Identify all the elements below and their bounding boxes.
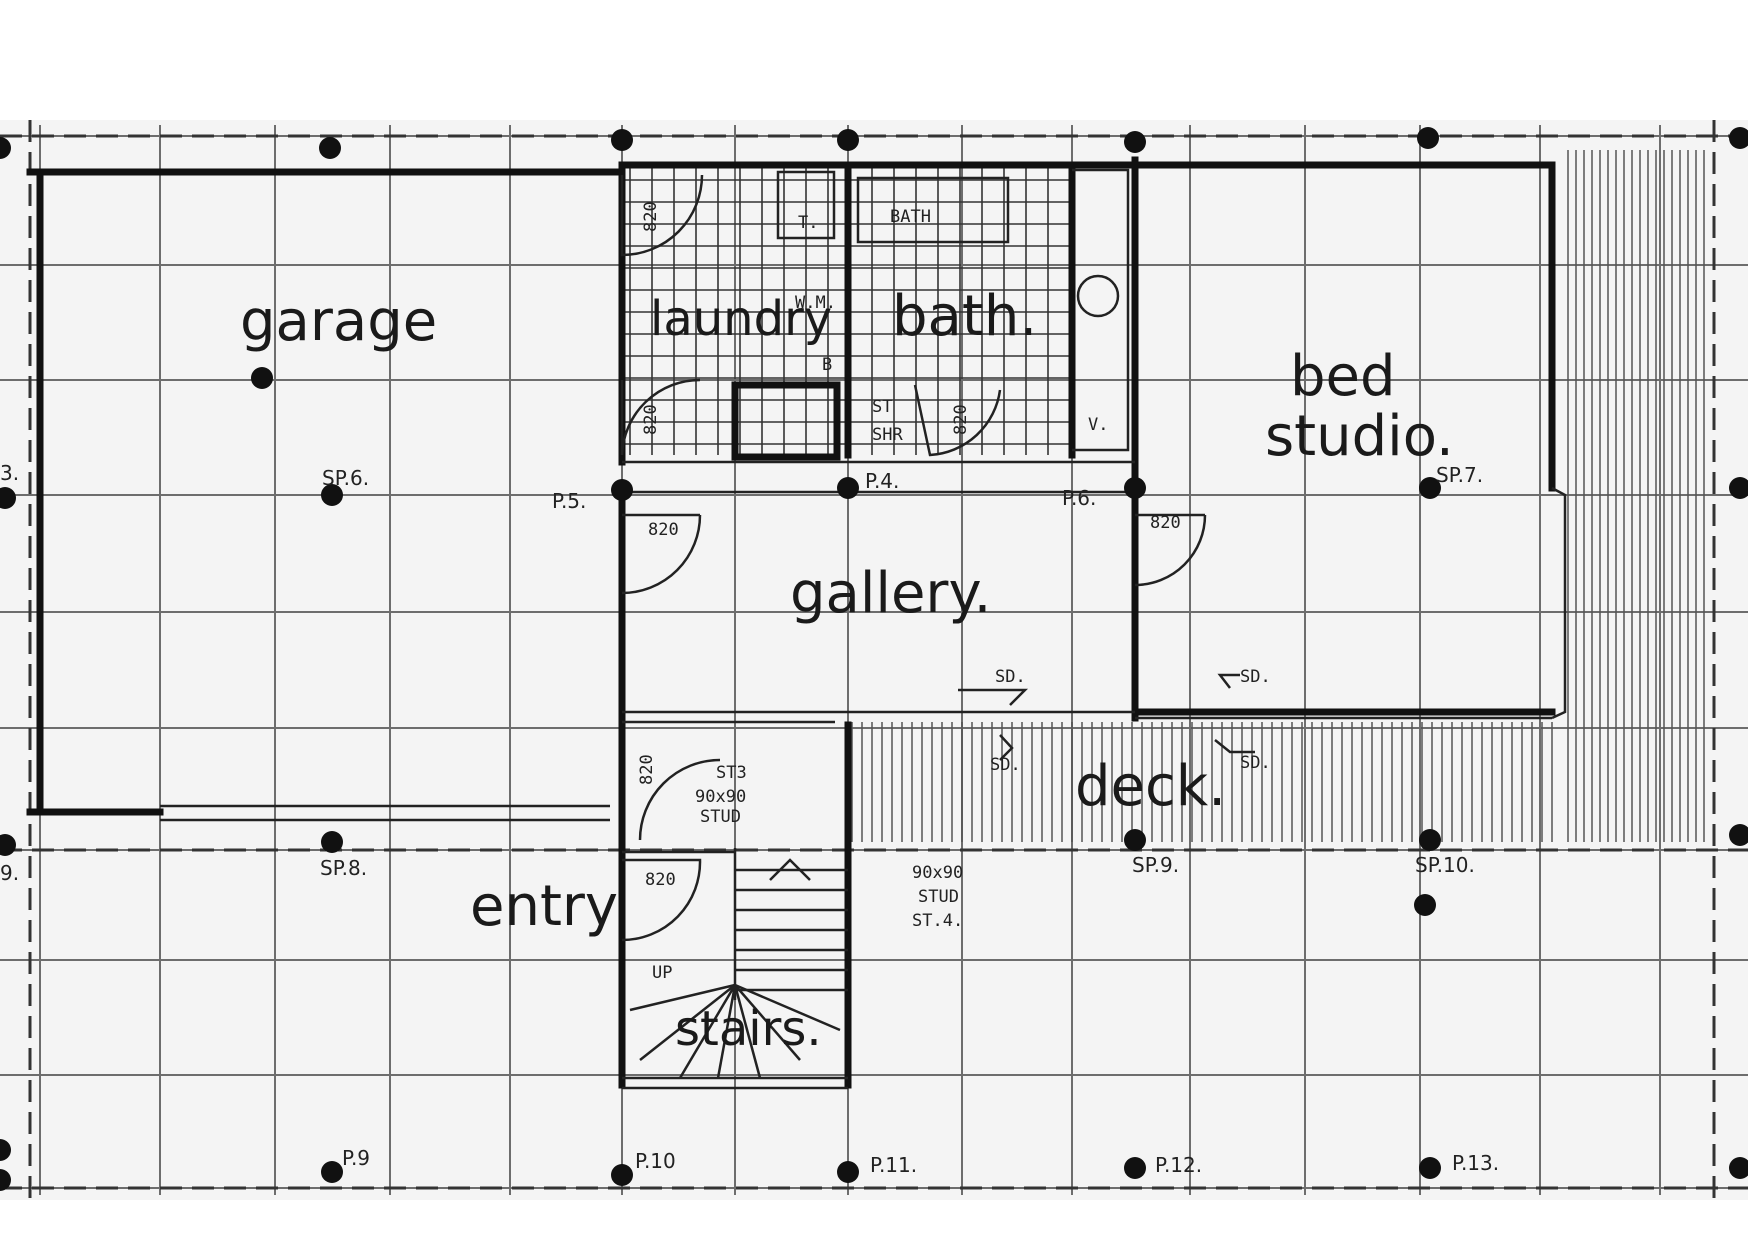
bath-tub-label: BATH [890, 207, 931, 227]
post-icon [1419, 829, 1441, 851]
post-icon [321, 1161, 343, 1183]
door-label-gallery: 820 [648, 520, 679, 540]
stairs-label: stairs. [675, 1001, 822, 1057]
post-icon [1414, 894, 1436, 916]
toilet-label: T. [798, 213, 818, 233]
post-label-p5: P.5. [552, 489, 586, 513]
shower-label-2: SHR [872, 425, 903, 445]
post-icon [1419, 1157, 1441, 1179]
post-label-p12: P.12. [1155, 1153, 1202, 1177]
post-label-p4: P.4. [865, 469, 899, 493]
stair-winder [733, 984, 762, 1079]
stud-st4-label-1: 90x90 [912, 863, 963, 883]
edge-label-3: 3. [0, 461, 19, 485]
post-icon [837, 1161, 859, 1183]
post-label-sp9: SP.9. [1132, 853, 1179, 877]
garage-label: garage [240, 289, 437, 354]
post-icon [611, 479, 633, 501]
door-label-studio: 820 [1150, 513, 1181, 533]
sliding-label-1: SD. [995, 667, 1026, 687]
sliding-label-3: SD. [990, 755, 1021, 775]
door-label-laundry: 820 [641, 201, 661, 232]
post-icon [1417, 127, 1439, 149]
post-label-p13: P.13. [1452, 1151, 1499, 1175]
b-mark-label: B [822, 355, 832, 375]
posts [0, 127, 1748, 1191]
post-icon [321, 484, 343, 506]
sliding-arrows [958, 673, 1255, 761]
vanity-label: V. [1088, 415, 1108, 435]
up-label: UP [652, 963, 672, 983]
post-icon [1729, 824, 1748, 846]
post-label-p10: P.10 [635, 1149, 676, 1173]
stair-treads [629, 858, 848, 1079]
stair-winder [639, 984, 736, 1061]
tile-hatching [622, 168, 1072, 455]
post-icon [0, 487, 16, 509]
bath-label: bath. [892, 284, 1037, 349]
drawing-sheet [0, 120, 1748, 1200]
door-label-bath: 820 [951, 404, 971, 435]
boundary-lines [0, 120, 1748, 1200]
stair-winder [629, 983, 736, 1012]
post-icon [1124, 477, 1146, 499]
bed-label: bed [1290, 344, 1396, 409]
door-label-entry: 820 [645, 870, 676, 890]
shower-label-1: ST [872, 397, 892, 417]
walls [26, 156, 1567, 1090]
balcony-boards [1567, 150, 1705, 842]
laundry-label: laundry [650, 291, 832, 347]
post-label-sp10: SP.10. [1415, 853, 1475, 877]
post-icon [1124, 829, 1146, 851]
post-label-sp8: SP.8. [320, 856, 367, 880]
edge-label-9: 9. [0, 861, 19, 885]
shower-drain-icon [1076, 274, 1120, 318]
post-icon [837, 477, 859, 499]
post-icon [1729, 477, 1748, 499]
studio-label: studio. [1265, 404, 1454, 469]
post-icon [837, 129, 859, 151]
sliding-label-2: SD. [1240, 667, 1271, 687]
post-icon [1729, 1157, 1748, 1179]
doors [620, 174, 1207, 942]
stud-st4-label-3: ST.4. [912, 911, 963, 931]
stair-winder [734, 984, 801, 1061]
stud-st4-label-2: STUD [918, 887, 959, 907]
door-label-laundry-2: 820 [641, 404, 661, 435]
post-icon [251, 367, 273, 389]
post-label-p6: P.6. [1062, 486, 1096, 510]
entry-label: entry [470, 874, 618, 939]
stair-winder [678, 984, 737, 1079]
deck-boards [851, 722, 1553, 842]
deck-label: deck. [1075, 754, 1226, 819]
gallery-label: gallery. [790, 561, 991, 626]
stud-st3-label-3: STUD [700, 807, 741, 827]
post-label-p9: P.9 [342, 1146, 370, 1170]
stair-direction-arrow [769, 858, 811, 881]
stair-winder [716, 984, 737, 1079]
post-icon [1124, 131, 1146, 153]
post-label-sp7: SP.7. [1436, 463, 1483, 487]
post-icon [0, 137, 11, 159]
door-label-store: 820 [637, 754, 657, 785]
stair-winder [734, 983, 841, 1032]
post-icon [611, 129, 633, 151]
post-label-p11: P.11. [870, 1153, 917, 1177]
stud-st3-label-1: ST3 [716, 763, 747, 783]
stud-st3-label-2: 90x90 [695, 787, 746, 807]
post-label-sp6: SP.6. [322, 466, 369, 490]
post-icon [319, 137, 341, 159]
post-icon [1419, 477, 1441, 499]
post-icon [0, 834, 16, 856]
post-icon [611, 1164, 633, 1186]
post-icon [1729, 127, 1748, 149]
washing-machine-label: W.M. [795, 293, 836, 313]
post-icon [1124, 1157, 1146, 1179]
post-icon [0, 1169, 11, 1191]
sliding-label-4: SD. [1240, 753, 1271, 773]
post-icon [321, 831, 343, 853]
post-icon [0, 1139, 11, 1161]
